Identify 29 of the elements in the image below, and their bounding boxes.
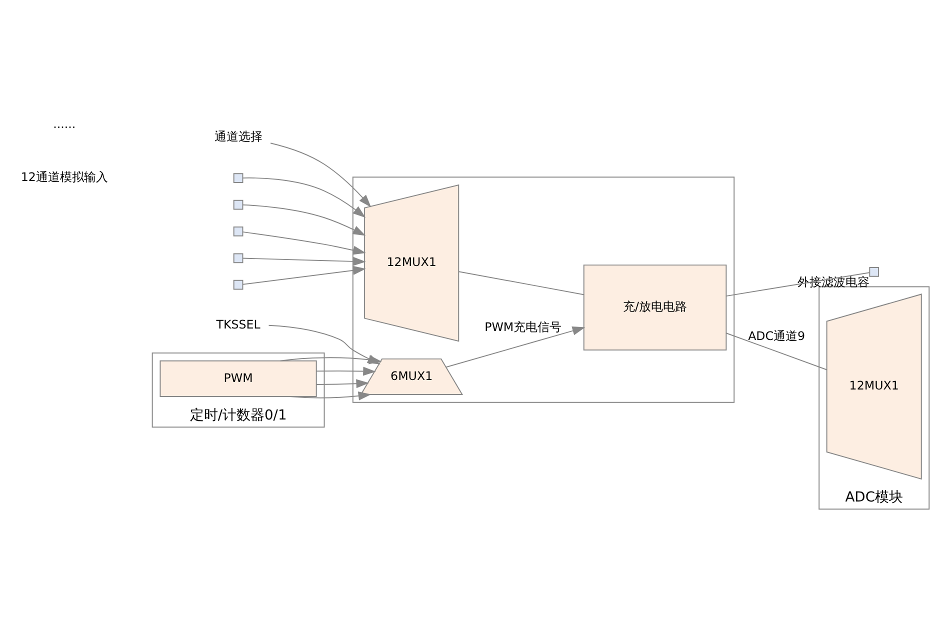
node-box: PWM — [160, 360, 317, 397]
node-box — [233, 200, 244, 210]
arrow — [316, 379, 370, 388]
connector — [458, 271, 584, 296]
node-box: 12MUX1 — [364, 184, 460, 342]
arrow — [242, 256, 366, 266]
node-box — [233, 173, 244, 184]
edge-label: ADC通道9 — [748, 328, 806, 343]
arrow — [242, 204, 366, 236]
node-box — [233, 280, 244, 290]
node-box — [233, 253, 244, 264]
node-box: 12MUX1 — [826, 294, 922, 480]
arrow — [270, 142, 372, 208]
label: 12通道模拟输入 — [20, 170, 108, 184]
connector — [726, 332, 828, 370]
arrow — [446, 326, 586, 368]
arrow — [242, 266, 366, 285]
edge-label: PWM充电信号 — [484, 320, 562, 334]
label: ...... — [53, 116, 76, 131]
node-box: 充/放电电路 — [583, 264, 727, 351]
node-box — [869, 267, 880, 277]
node-text: 通道选择 — [214, 130, 262, 144]
arrow — [242, 177, 366, 218]
arrow — [316, 366, 376, 376]
node-text: TKSSEL — [216, 317, 260, 332]
node-box — [233, 226, 244, 236]
arrow — [288, 391, 372, 400]
connector — [726, 272, 870, 297]
arrow — [242, 231, 366, 255]
